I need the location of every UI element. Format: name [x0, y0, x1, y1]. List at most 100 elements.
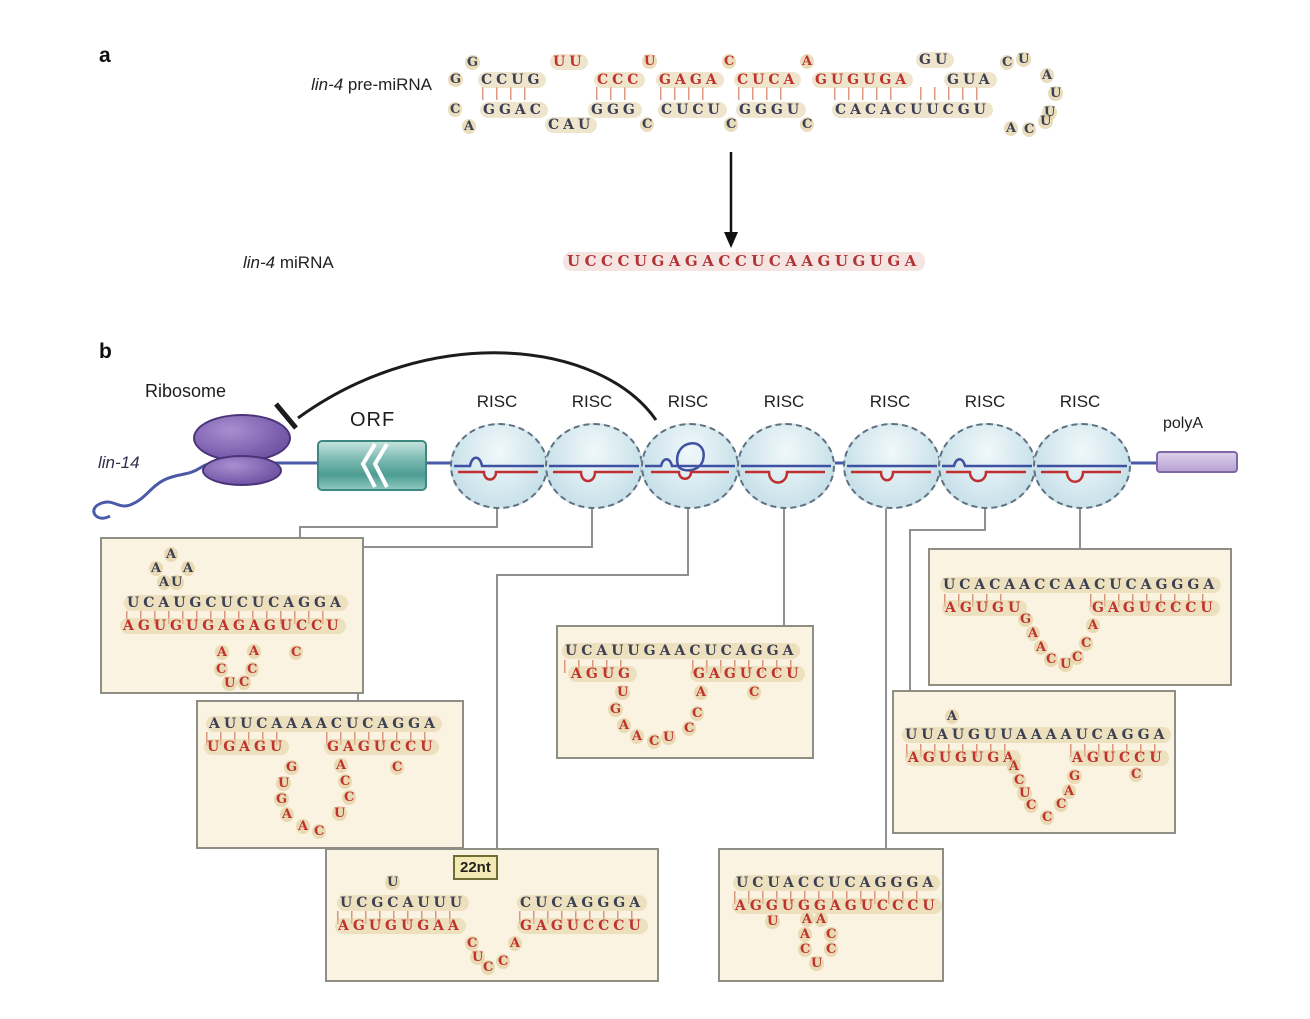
panel-a-label: a: [99, 44, 111, 67]
premirna-label-rest: pre-miRNA: [343, 75, 432, 94]
loop-letter: A: [149, 561, 164, 576]
strand-segment: AGUG: [568, 666, 637, 682]
inhibition-bar: [274, 402, 298, 430]
loop-letter: U: [615, 685, 631, 700]
hairpin-segment: C: [448, 102, 463, 117]
strand-segment: CUCAGGGA: [517, 895, 648, 911]
loop-letter: C: [289, 645, 304, 660]
hairpin-segment: GGAC: [480, 102, 548, 118]
hairpin-segment: G: [448, 72, 464, 87]
hairpin-segment: U: [642, 54, 658, 69]
strand-segment: GAGUCCU: [324, 739, 440, 755]
orf-label: ORF: [350, 409, 396, 431]
loop-letter: A: [164, 547, 179, 562]
hairpin-segment: CACACUUCGU: [832, 102, 993, 118]
hairpin-segment: GUA: [944, 72, 997, 88]
hairpin-segment: U: [1048, 86, 1064, 101]
hairpin-segment: CUCU: [658, 102, 727, 118]
hairpin-segment: G: [465, 55, 481, 70]
panel-b-label: b: [99, 340, 112, 363]
risc-label: RISC: [476, 392, 518, 411]
loop-letter: U: [276, 776, 292, 791]
premirna-label-gene: lin-4: [311, 75, 344, 94]
mirna-label-gene: lin-4: [243, 253, 276, 272]
orf-box: [317, 440, 427, 491]
risc-bubble: [545, 423, 643, 509]
strand-segment: AGUGUGA: [905, 750, 1022, 766]
premirna-label: lin-4 pre-miRNA: [160, 75, 432, 95]
mirna-label: lin-4 miRNA: [243, 253, 334, 273]
loop-letter: U: [1017, 786, 1033, 801]
hairpin-segment: GGG: [588, 102, 642, 118]
pair-ticks: [482, 87, 536, 100]
risc-strands: [645, 442, 735, 480]
hairpin-segment: CUCA: [734, 72, 802, 88]
risc-label: RISC: [1059, 392, 1101, 411]
loop-letter: G: [608, 702, 624, 717]
orf-break-icon: [360, 442, 389, 488]
loop-letter: C: [1070, 650, 1085, 665]
risc-bubble: [938, 423, 1036, 509]
strand-segment: AGGUGGAGUCCCU: [732, 898, 942, 914]
loop-letter: U: [661, 730, 677, 745]
loop-letter: A: [1026, 626, 1041, 641]
hairpin-segment: A: [800, 54, 815, 69]
loop-letter: A: [157, 575, 172, 590]
loop-letter: A: [945, 709, 960, 724]
strand-segment: AGUGU: [942, 600, 1028, 616]
loop-letter: G: [1018, 612, 1034, 627]
inhibition-arc: [297, 351, 658, 421]
risc-label: RISC: [667, 392, 709, 411]
loop-letter: C: [465, 936, 480, 951]
hairpin-segment: C: [1022, 122, 1037, 137]
hairpin-segment: GAGA: [656, 72, 724, 88]
hairpin-segment: A: [1004, 121, 1019, 136]
loop-letter: C: [214, 662, 229, 677]
risc-strands: [847, 464, 937, 482]
hairpin-segment: A: [462, 119, 477, 134]
loop-letter: C: [338, 774, 353, 789]
loop-letter: U: [222, 676, 238, 691]
hairpin-segment: C: [724, 117, 739, 132]
loop-letter: C: [798, 942, 813, 957]
loop-letter: A: [1062, 784, 1077, 799]
loop-letter: C: [312, 824, 327, 839]
risc-strands: [741, 464, 831, 484]
loop-letter: U: [809, 956, 825, 971]
strand-segment: UGAGU: [204, 739, 290, 755]
loop-letter: A: [215, 645, 230, 660]
loop-letter: A: [630, 729, 645, 744]
strand-segment: GAGUCCCU: [517, 918, 648, 934]
risc-bubble: [737, 423, 835, 509]
loop-letter: A: [280, 807, 295, 822]
loop-letter: U: [385, 875, 401, 890]
risc-label: RISC: [964, 392, 1006, 411]
loop-letter: A: [247, 644, 262, 659]
strand-segment: UUAUGUUAAAAUCAGGA: [902, 727, 1172, 743]
hairpin-segment: GUGUGA: [812, 72, 914, 88]
loop-letter: C: [481, 960, 496, 975]
loop-letter: G: [1067, 769, 1083, 784]
loop-letter: A: [798, 927, 813, 942]
processing-arrowhead: [724, 232, 738, 248]
loop-letter: A: [694, 685, 709, 700]
hairpin-segment: C: [640, 117, 655, 132]
ribosome-label: Ribosome: [145, 381, 227, 401]
loop-letter: C: [1044, 652, 1059, 667]
loop-letter: U: [765, 914, 781, 929]
loop-letter: A: [814, 912, 829, 927]
loop-letter: C: [1054, 797, 1069, 812]
risc-bubble: [450, 423, 548, 509]
hairpin-segment: U: [1038, 114, 1054, 129]
loop-letter: A: [1034, 640, 1049, 655]
loop-letter: C: [682, 721, 697, 736]
loop-letter: C: [824, 927, 839, 942]
loop-letter: C: [1012, 773, 1027, 788]
polya-box: [1156, 451, 1238, 473]
strand-segment: AUUCAAAACUCAGGA: [206, 716, 443, 732]
ribosome-small-subunit: [202, 455, 282, 486]
